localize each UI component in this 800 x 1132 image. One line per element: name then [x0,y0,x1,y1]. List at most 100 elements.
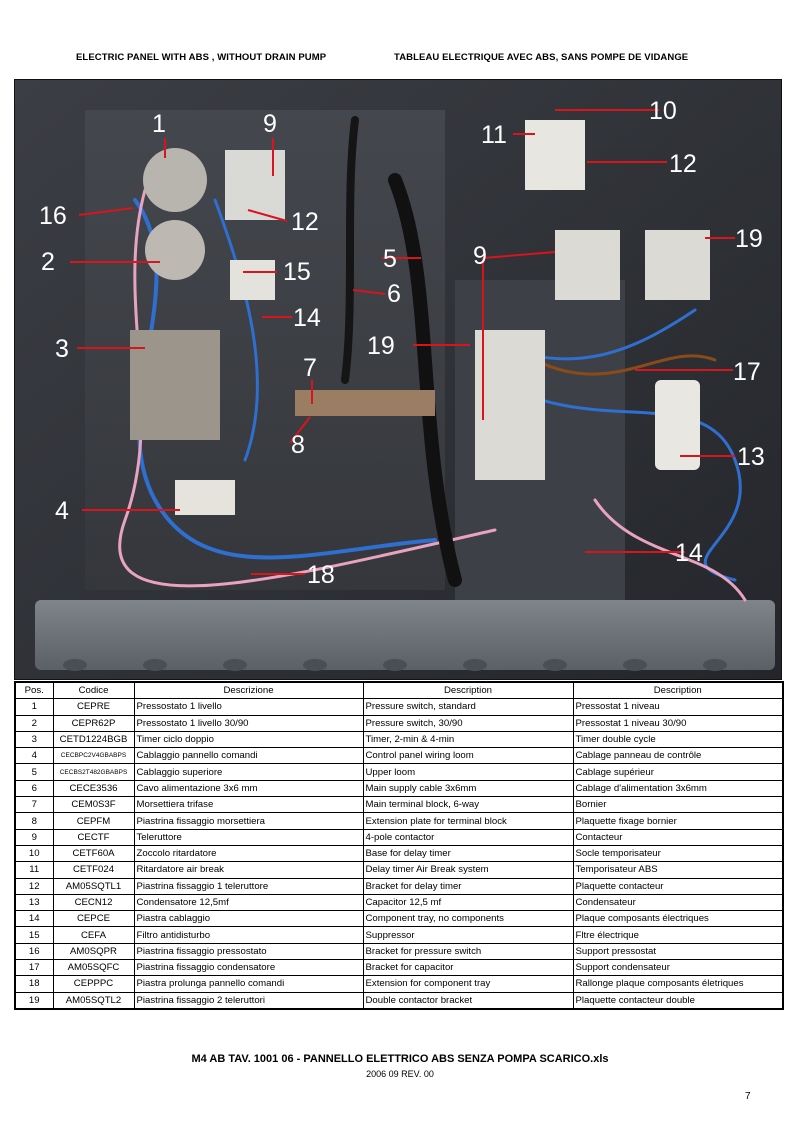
cell-description-it: Timer ciclo doppio [133,730,364,749]
cell-description-en: Double contactor bracket [362,991,574,1010]
wiring [118,116,747,602]
callout-label: 19 [367,332,395,360]
components [130,120,710,515]
cell-description-fr: Cablage panneau de contrôle [572,747,784,765]
cell-code: CEPPPC [52,975,135,993]
pressure-switch-2 [145,220,205,280]
cell-pos: 11 [14,861,54,879]
cell-description-fr: Plaquette contacteur [572,877,784,895]
cell-pos: 5 [14,763,54,781]
contactor-middle-1 [475,330,545,410]
cell-pos: 18 [14,975,54,993]
callout-label: 12 [669,150,697,178]
callout-label: 5 [383,245,397,273]
cell-pos: 10 [14,844,54,863]
terminal-block [295,390,435,416]
cell-description-en: Capacitor 12,5 mf [362,893,574,912]
cell-description-fr: Support condensateur [572,959,784,977]
capacitor [655,380,700,470]
column-header-code: Codice [52,681,135,700]
cell-pos: 16 [14,942,54,961]
cell-description-en: Upper loom [362,763,574,781]
callout-label: 10 [649,97,677,125]
column-header-description-fr: Description [572,681,784,700]
connector-loom [175,480,235,515]
cell-pos: 19 [14,991,54,1010]
cell-description-en: Bracket for pressure switch [362,942,574,961]
cell-description-en: Extension plate for terminal block [362,812,574,830]
cell-description-fr: Plaquette fixage bornier [572,812,784,830]
cell-description-en: Delay timer Air Break system [362,861,574,879]
contactor-right-2 [645,230,710,300]
cell-description-fr: Support pressostat [572,942,784,961]
cell-description-it: Pressostato 1 livello 30/90 [133,714,364,732]
callout-lines [70,109,735,575]
cell-code: CECBS2T482GBABPS [52,763,135,781]
cell-description-fr: Socle temporisateur [572,844,784,863]
cell-description-it: Cavo alimentazione 3x6 mm [133,779,364,798]
cell-description-en: Timer, 2-min & 4-min [362,730,574,749]
cell-description-en: Component tray, no components [362,910,574,928]
callout-label: 14 [675,539,703,567]
cell-description-fr: Plaquette contacteur double [572,991,784,1010]
cell-description-fr: Temporisateur ABS [572,861,784,879]
cell-description-it: Morsettiera trifase [133,796,364,814]
cell-code: CECBPC2V4GBABPS [52,747,135,765]
cell-description-it: Pressostato 1 livello [133,698,364,716]
callout-label: 3 [55,335,69,363]
callout-label: 6 [387,280,401,308]
cell-description-it: Cablaggio superiore [133,763,364,781]
cell-code: CEPCE [52,910,135,928]
suppressor [230,260,275,300]
cell-description-it: Piastrina fissaggio condensatore [133,959,364,977]
cell-description-en: Extension for component tray [362,975,574,993]
cell-code: CETF60A [52,844,135,863]
cell-description-fr: Condensateur [572,893,784,912]
pressure-switch-1 [143,148,207,212]
cell-code: CETD1224BGB [52,730,135,749]
callout-label: 4 [55,497,69,525]
contactor-top [225,150,285,220]
electric-panel-photo: 1 9 16 12 2 15 5 6 14 3 7 19 8 4 18 10 1… [14,79,782,680]
cell-code: CECE3536 [52,779,135,798]
cell-description-fr: Bornier [572,796,784,814]
cell-pos: 6 [14,779,54,798]
cell-description-it: Filtro antidisturbo [133,926,364,944]
cell-description-fr: Cablage supérieur [572,763,784,781]
cell-description-it: Piastra prolunga pannello comandi [133,975,364,993]
cell-description-fr: Plaque composants électriques [572,910,784,928]
cell-description-en: Base for delay timer [362,844,574,863]
callout-label: 9 [473,242,487,270]
callout-label: 9 [263,110,277,138]
cell-code: CEPR62P [52,714,135,732]
callout-label: 7 [303,354,317,382]
contactor-middle-2 [475,400,545,480]
page-header: ELECTRIC PANEL WITH ABS , WITHOUT DRAIN … [0,52,800,66]
callout-label: 15 [283,258,311,286]
cell-code: CEFA [52,926,135,944]
cell-code: AM05SQFC [52,959,135,977]
bezel-knobs [63,659,727,671]
cell-pos: 4 [14,747,54,765]
cell-pos: 13 [14,893,54,912]
parts-list-table: Pos. Codice Descrizione Description Desc… [14,681,784,1010]
document-revision: 2006 09 REV. 00 [366,1069,434,1079]
cell-description-en: Pressure switch, standard [362,698,574,716]
header-title-english: ELECTRIC PANEL WITH ABS , WITHOUT DRAIN … [76,52,327,63]
cell-description-it: Piastrina fissaggio morsettiera [133,812,364,830]
cell-pos: 3 [14,730,54,749]
cell-description-en: Control panel wiring loom [362,747,574,765]
cell-description-fr: Pressostat 1 niveau 30/90 [572,714,784,732]
cell-code: CETF024 [52,861,135,879]
cell-description-fr: Pressostat 1 niveau [572,698,784,716]
callout-label: 1 [152,110,166,138]
